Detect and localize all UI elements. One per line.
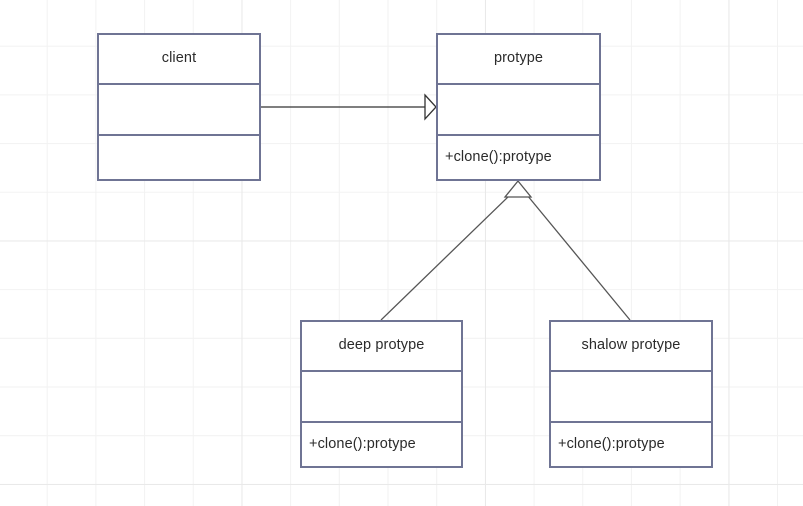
class-operations-compartment-client [99, 134, 259, 179]
class-box-client[interactable]: client [97, 33, 261, 181]
class-box-shalow-protype[interactable]: shalow protype +clone():protype [549, 320, 713, 468]
class-box-protype[interactable]: protype +clone():protype [436, 33, 601, 181]
edge-shalow-protype-line [527, 195, 630, 320]
class-operations-compartment-deep-protype: +clone():protype [302, 421, 461, 466]
class-operations-deep-protype: +clone():protype [309, 435, 416, 452]
class-name-compartment-shalow-protype: shalow protype [551, 322, 711, 370]
edge-deep-protype-line [381, 195, 510, 320]
class-name-protype: protype [493, 50, 544, 67]
class-operations-protype: +clone():protype [445, 148, 552, 165]
hollow-triangle-arrowhead-icon [425, 95, 436, 119]
class-operations-compartment-protype: +clone():protype [438, 134, 599, 179]
class-attributes-compartment-client [99, 83, 259, 134]
class-name-client: client [161, 50, 197, 67]
class-attributes-compartment-deep-protype [302, 370, 461, 421]
class-box-deep-protype[interactable]: deep protype +clone():protype [300, 320, 463, 468]
generalization-arrowhead-group [505, 181, 531, 197]
class-name-compartment-deep-protype: deep protype [302, 322, 461, 370]
class-name-deep-protype: deep protype [338, 337, 425, 354]
class-attributes-compartment-protype [438, 83, 599, 134]
edge-client-to-protype [261, 95, 436, 119]
hollow-triangle-up-arrowhead-icon [505, 181, 531, 197]
class-attributes-compartment-shalow-protype [551, 370, 711, 421]
edge-shalow-protype-to-protype [527, 195, 630, 320]
class-name-compartment-protype: protype [438, 35, 599, 83]
class-operations-shalow-protype: +clone():protype [558, 435, 665, 452]
class-operations-compartment-shalow-protype: +clone():protype [551, 421, 711, 466]
edge-deep-protype-to-protype [381, 195, 510, 320]
class-name-compartment-client: client [99, 35, 259, 83]
class-name-shalow-protype: shalow protype [581, 337, 681, 354]
